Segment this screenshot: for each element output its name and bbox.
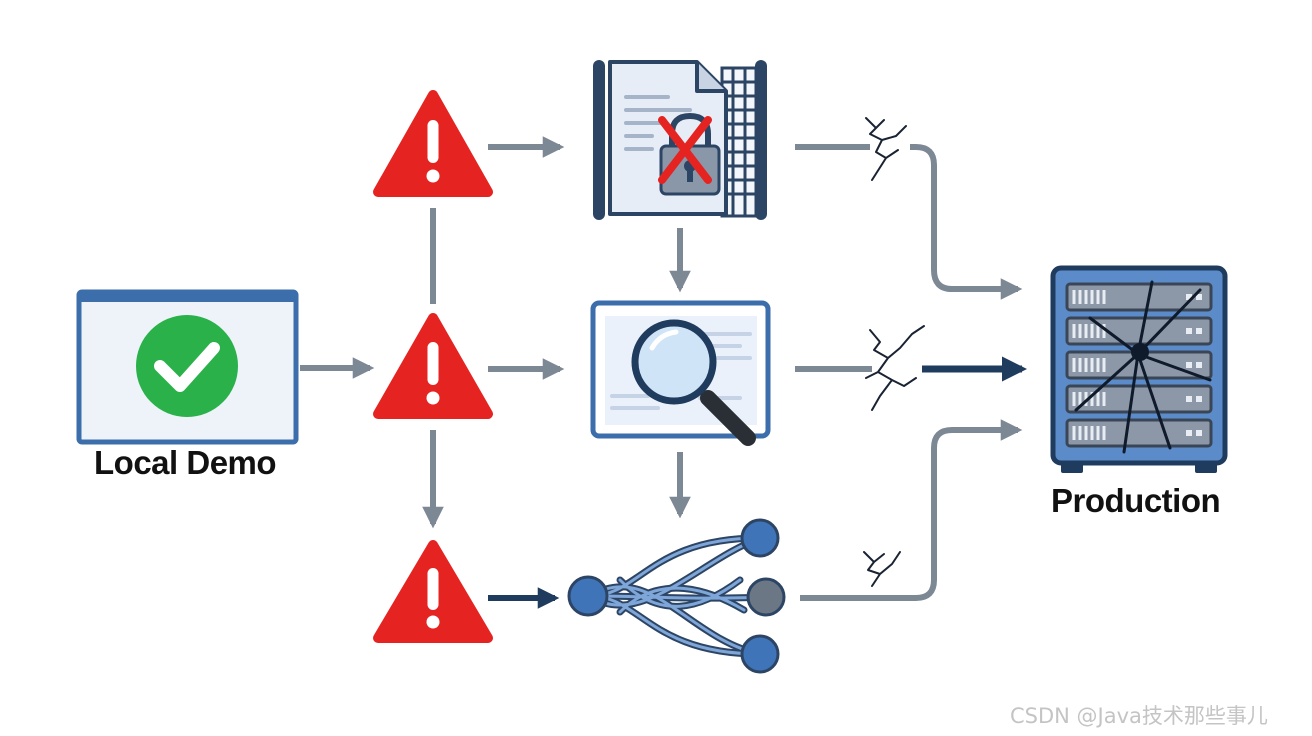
crack-icon xyxy=(865,325,925,411)
magnifying-glass-icon xyxy=(631,319,756,446)
warning-triangle-icon xyxy=(373,313,493,419)
warning-triangle-icon xyxy=(373,90,493,197)
warning-triangle-icon xyxy=(373,540,493,643)
crack-icon xyxy=(1074,280,1212,454)
local-demo-label: Local Demo xyxy=(94,444,277,481)
broken-server-rack-icon xyxy=(1050,265,1228,473)
network-node xyxy=(567,575,609,617)
tangled-network-icon xyxy=(567,518,786,674)
locked-document-firewall-icon xyxy=(593,60,767,220)
watermark: CSDN @Java技术那些事儿 xyxy=(1010,704,1268,728)
crack-icons xyxy=(863,117,925,587)
connectors xyxy=(300,136,1028,609)
checkmark-circle-icon xyxy=(136,315,238,417)
crack-icon xyxy=(863,551,901,587)
network-node xyxy=(740,634,780,674)
arrow-bottom-to-production xyxy=(800,419,1023,601)
local-demo-window xyxy=(76,289,299,445)
network-node xyxy=(746,577,786,617)
production-label: Production xyxy=(1051,482,1221,519)
red-x-icon xyxy=(658,116,712,184)
network-node xyxy=(740,518,780,558)
magnifier-inspection-icon xyxy=(590,300,771,446)
arrow-top-to-production xyxy=(910,144,1023,300)
crack-icon xyxy=(865,117,907,181)
